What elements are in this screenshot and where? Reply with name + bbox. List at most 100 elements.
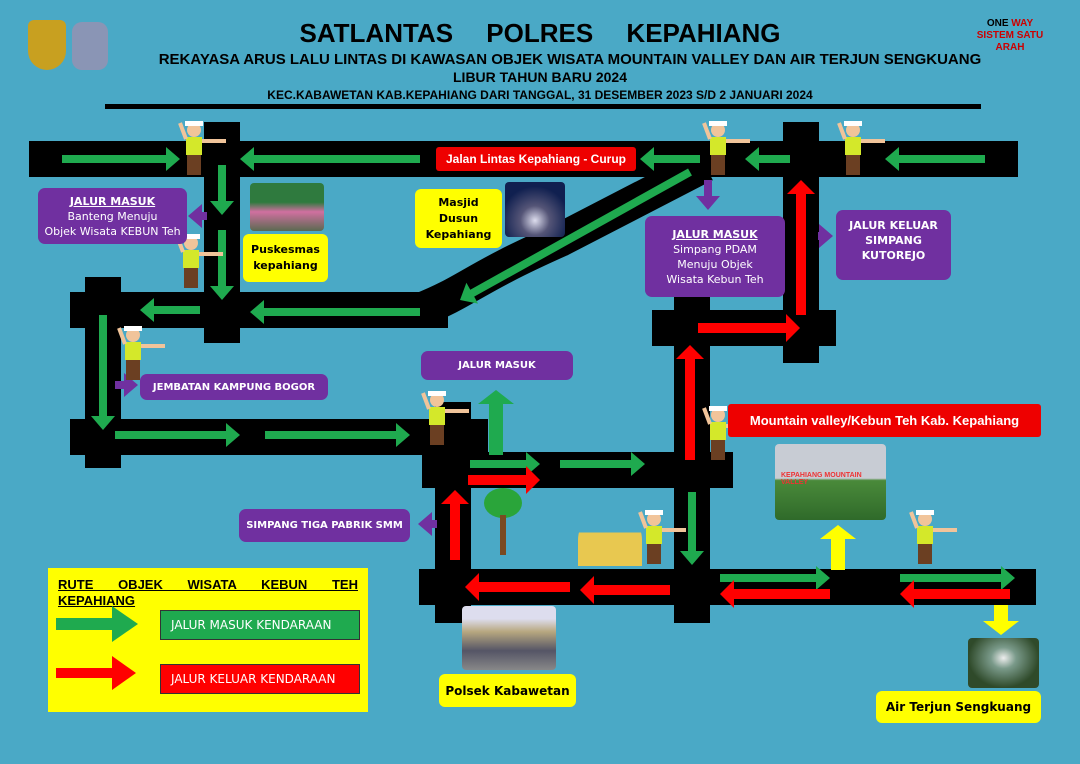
waterfall-photo [968, 638, 1039, 688]
jalan-lintas-label: Jalan Lintas Kepahiang - Curup [436, 147, 636, 171]
police-officer-icon [186, 137, 202, 155]
green-entry-arrow [470, 452, 540, 476]
green-entry-arrow [460, 168, 692, 304]
police-arm [178, 122, 188, 140]
red-exit-arrow [465, 573, 570, 601]
police-head [647, 512, 661, 526]
red-exit-arrow [698, 314, 800, 342]
mosque-icon [578, 510, 642, 566]
police-cap [709, 406, 727, 411]
police-officer-icon [845, 137, 861, 155]
police-legs [184, 268, 198, 288]
green-entry-arrow [62, 147, 180, 171]
police-officer-icon [710, 137, 726, 155]
police-cap [182, 234, 200, 239]
police-officer-icon [183, 250, 199, 268]
police-arm [837, 122, 847, 140]
purple-pointer-arrow [188, 204, 207, 228]
tree-icon [484, 488, 522, 518]
masjid-photo [505, 182, 565, 237]
police-cap [844, 121, 862, 126]
label-line: Kepahiang [425, 227, 492, 241]
legend-entry-label: JALUR MASUK KENDARAAN [160, 610, 360, 640]
satlantas-logo [72, 22, 108, 70]
police-cap [709, 121, 727, 126]
up-arrow [820, 525, 856, 570]
legend-green-arrow [56, 606, 138, 642]
one-text: ONE [986, 18, 1009, 29]
box-title: JALUR MASUK [69, 194, 156, 208]
police-head [184, 236, 198, 250]
red-exit-arrow [580, 576, 670, 604]
police-legs [918, 544, 932, 564]
police-officer-icon [710, 422, 726, 440]
purple-pointer-arrow [418, 512, 437, 536]
police-arm [117, 327, 127, 345]
police-head [711, 408, 725, 422]
green-entry-arrow [240, 147, 420, 171]
green-entry-arrow [140, 298, 200, 322]
photo-sign-text: KEPAHIANG MOUNTAIN VALLEY [781, 472, 862, 486]
police-arm [702, 122, 712, 140]
legend-exit-label: JALUR KELUAR KENDARAAN [160, 664, 360, 694]
green-entry-arrow [250, 300, 420, 324]
box-line: Menuju Objek [677, 257, 753, 271]
jalur-masuk-pdam-box: JALUR MASUK Simpang PDAM Menuju Objek Wi… [645, 216, 785, 297]
polres-logo [28, 20, 66, 70]
jalur-keluar-box: JALUR KELUAR SIMPANG KUTOREJO [836, 210, 951, 280]
down-arrow-waterfall [983, 605, 1019, 635]
police-arm [421, 392, 431, 410]
diagonal-road [413, 149, 713, 326]
green-entry-arrow [885, 147, 985, 171]
page-subtitle: REKAYASA ARUS LALU LINTAS DI KAWASAN OBJ… [158, 51, 982, 68]
red-exit-arrow [676, 345, 704, 460]
police-arm [638, 511, 648, 529]
police-legs [711, 440, 725, 460]
up-arrow [478, 390, 514, 455]
green-entry-arrow [91, 315, 115, 430]
box-line: SIMPANG [865, 234, 922, 247]
police-officer-icon [646, 526, 662, 544]
green-entry-arrow [745, 147, 790, 171]
police-legs [187, 155, 201, 175]
police-arm [909, 511, 919, 529]
box-line: Simpang PDAM [673, 242, 757, 256]
police-officer-icon [429, 407, 445, 425]
box-line: Wisata Kebun Teh [666, 272, 764, 286]
police-officer-icon [917, 526, 933, 544]
green-entry-arrow [210, 165, 234, 215]
one-way-line3: ARAH [995, 42, 1025, 53]
jalur-masuk-box: JALUR MASUK [421, 351, 573, 380]
police-head [126, 328, 140, 342]
police-legs [846, 155, 860, 175]
polsek-label: Polsek Kabawetan [439, 674, 576, 707]
police-arm [702, 407, 712, 425]
label-line: kepahiang [253, 259, 318, 272]
legend-title: RUTE OBJEK WISATA KEBUN TEH [58, 577, 358, 592]
police-head [918, 512, 932, 526]
polsek-photo [462, 606, 556, 670]
police-head [711, 123, 725, 137]
police-legs [126, 360, 140, 380]
event-title: LIBUR TAHUN BARU 2024 [453, 69, 627, 85]
header-divider [105, 104, 981, 109]
legend-title-2: KEPAHIANG [58, 593, 136, 608]
label-line: Dusun [438, 211, 479, 225]
green-entry-arrow [265, 423, 410, 447]
air-terjun-label: Air Terjun Sengkuang [876, 691, 1041, 723]
green-entry-arrow [560, 452, 645, 476]
red-exit-arrow [720, 580, 830, 608]
police-head [846, 123, 860, 137]
red-exit-arrow [787, 180, 815, 315]
legend-red-arrow [56, 656, 136, 690]
police-cap [185, 121, 203, 126]
police-officer-icon [125, 342, 141, 360]
box-line: KUTOREJO [861, 249, 926, 262]
jembatan-box: JEMBATAN KAMPUNG BOGOR [140, 374, 328, 400]
police-cap [428, 391, 446, 396]
box-line: JALUR KELUAR [849, 219, 938, 232]
mountain-valley-label: Mountain valley/Kebun Teh Kab. Kepahiang [728, 404, 1041, 437]
